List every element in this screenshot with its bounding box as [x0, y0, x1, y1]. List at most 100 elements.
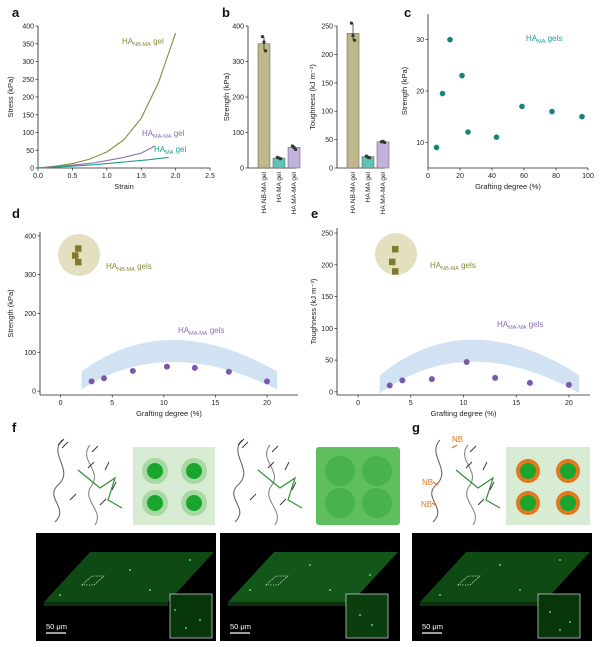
- fluorescent-spot: [189, 559, 191, 561]
- x-tick-label: 1.0: [102, 173, 112, 180]
- bar: [346, 33, 360, 169]
- fluorescent-spot: [519, 589, 521, 591]
- panel-label-b: b: [222, 5, 230, 20]
- x-tick-label: 10: [160, 400, 168, 407]
- x-axis-label: Strain: [114, 182, 134, 191]
- category-label: HA MA gel: [365, 171, 372, 202]
- data-point: [493, 134, 500, 140]
- fluorescent-spot: [569, 621, 571, 623]
- category-label: HA MA gel: [276, 171, 283, 202]
- y-axis-label: Toughness (kJ m⁻³): [308, 64, 317, 130]
- data-point: [368, 156, 372, 160]
- scale-bar-f1: 50 μm: [46, 622, 67, 631]
- fluorescent-spot: [59, 594, 61, 596]
- fluorescent-spot: [174, 609, 176, 611]
- y-tick-label: 250: [22, 77, 34, 84]
- y-tick-label: 50: [26, 148, 34, 155]
- legend-mama-gels: HAMA-MA gels: [497, 320, 543, 331]
- data-point: [351, 34, 355, 38]
- x-tick-label: 2.0: [171, 173, 181, 180]
- nbma-point: [75, 245, 82, 252]
- fluorescent-spot: [249, 589, 251, 591]
- y-tick-label: 50: [325, 358, 333, 365]
- fluorescent-spot: [329, 589, 331, 591]
- microscopy-f1: 50 μm: [36, 533, 216, 641]
- panel-label-e: e: [311, 206, 318, 221]
- fluorescent-spot: [439, 594, 441, 596]
- series-line: [37, 156, 169, 169]
- y-tick-label: 400: [24, 233, 36, 240]
- y-tick-label: 30: [416, 37, 424, 44]
- y-tick-label: 250: [321, 231, 333, 238]
- network-domain: [520, 463, 536, 479]
- legend-nbma-gels: HANB-MA gels: [430, 261, 476, 272]
- x-tick-label: 0: [356, 400, 360, 407]
- data-point: [386, 382, 393, 389]
- data-point: [129, 367, 136, 374]
- panel-label-c: c: [404, 5, 411, 20]
- nbma-cluster-circle: [58, 234, 100, 276]
- nbma-point: [72, 252, 79, 259]
- bar: [287, 147, 301, 169]
- y-tick-label: 400: [22, 24, 34, 31]
- y-tick-label: 100: [321, 326, 333, 333]
- x-tick-label: 0: [59, 400, 63, 407]
- x-tick-label: 0.0: [33, 173, 43, 180]
- x-tick-label: 100: [582, 173, 594, 180]
- schematic-g: NB NB NB: [421, 435, 590, 526]
- data-point: [549, 108, 555, 115]
- trend-band: [81, 340, 278, 390]
- network-domain: [325, 456, 355, 486]
- y-tick-label: 20: [416, 89, 424, 96]
- fluorescent-spot: [549, 611, 551, 613]
- legend-nbma: HANB-MA gel: [122, 37, 164, 48]
- nbma-point: [392, 268, 399, 275]
- bar: [376, 141, 390, 169]
- x-tick-label: 10: [460, 400, 468, 407]
- fluorescent-spot: [369, 574, 371, 576]
- category-label: HA MA-MA gel: [291, 171, 298, 214]
- scale-bar-f2: 50 μm: [230, 622, 251, 631]
- network-domain: [560, 495, 576, 511]
- data-point: [463, 358, 470, 365]
- data-point: [88, 378, 95, 385]
- network-box-g: [506, 447, 590, 525]
- x-tick-label: 1.5: [136, 173, 146, 180]
- y-axis-label: Strength (kPa): [222, 72, 231, 121]
- data-point: [459, 72, 465, 79]
- data-point: [294, 147, 298, 152]
- y-tick-label: 250: [321, 24, 333, 31]
- nb-label-1: NB: [452, 435, 463, 444]
- y-tick-label: 0: [329, 389, 333, 396]
- data-point: [465, 129, 471, 135]
- data-point: [260, 35, 264, 39]
- network-domain: [560, 463, 576, 479]
- data-point: [264, 49, 268, 53]
- data-point: [279, 157, 283, 161]
- y-tick-label: 50: [325, 137, 333, 144]
- fluorescent-spot: [129, 569, 131, 571]
- fluorescent-spot: [359, 614, 361, 616]
- category-label: HA NB-MA gel: [350, 171, 357, 213]
- fluorescent-spot: [559, 629, 561, 631]
- data-point: [262, 40, 266, 44]
- trend-band: [379, 339, 579, 394]
- y-tick-label: 150: [321, 80, 333, 87]
- y-tick-label: 200: [321, 262, 333, 269]
- x-tick-label: 15: [212, 400, 220, 407]
- y-tick-label: 350: [22, 41, 34, 48]
- y-tick-label: 200: [232, 95, 244, 102]
- x-axis-label: Grafting degree (%): [136, 409, 202, 418]
- network-domain: [362, 456, 392, 486]
- data-point: [579, 113, 585, 120]
- y-axis-label: Stress (kPa): [6, 76, 15, 118]
- x-tick-label: 60: [520, 173, 528, 180]
- network-box-f1: [133, 447, 215, 525]
- x-tick-label: 80: [552, 173, 560, 180]
- y-axis-label: Strength (kPa): [400, 66, 409, 115]
- data-point: [492, 374, 499, 381]
